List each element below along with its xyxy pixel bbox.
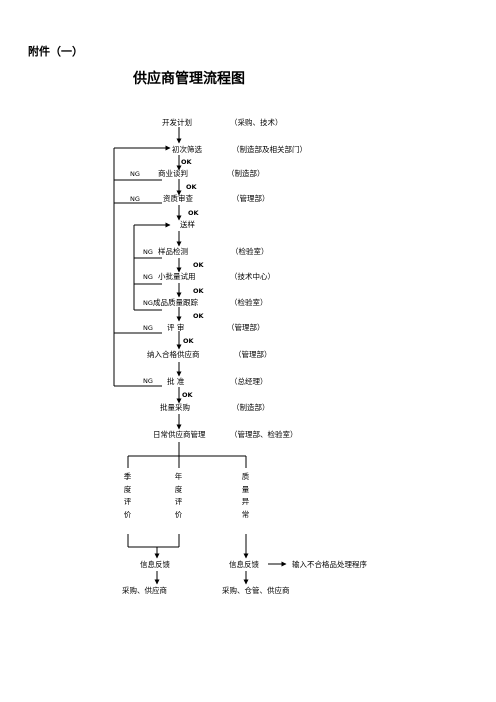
step-evaluation: 评 审 bbox=[167, 323, 185, 332]
ok-flag: OK bbox=[183, 337, 194, 345]
ng-flag: NG bbox=[143, 299, 153, 307]
branch-annual-evaluation: 年度评价 bbox=[174, 472, 183, 519]
dept-label: （制造部） bbox=[227, 169, 265, 178]
ok-flag: OK bbox=[193, 312, 204, 320]
ok-flag: OK bbox=[193, 261, 204, 269]
dept-label: （技术中心） bbox=[230, 272, 275, 281]
step-product-quality-tracking: 成品质量跟踪 bbox=[153, 298, 198, 307]
dept-label: （管理部） bbox=[232, 194, 270, 203]
dept-label: （检验室） bbox=[230, 298, 268, 307]
step-bulk-purchase: 批量采购 bbox=[160, 403, 190, 412]
step-daily-supplier-management: 日常供应商管理 bbox=[153, 430, 206, 439]
dept-label: （采购、技术） bbox=[230, 118, 283, 127]
ok-flag: OK bbox=[181, 158, 192, 166]
ng-flag: NG bbox=[143, 377, 153, 385]
step-approval: 批 准 bbox=[167, 377, 185, 386]
nonconforming-procedure: 输入不合格品处理程序 bbox=[292, 560, 367, 569]
page-title: 供应商管理流程图 bbox=[133, 71, 245, 87]
dept-label: （管理部） bbox=[227, 323, 265, 332]
attachment-label: 附件（一） bbox=[28, 45, 83, 58]
feedback-target-left: 采购、供应商 bbox=[122, 586, 167, 595]
branch-quarterly-evaluation: 季度评价 bbox=[123, 472, 132, 519]
dept-label: （制造部及相关部门） bbox=[232, 145, 307, 154]
ok-flag: OK bbox=[182, 391, 193, 399]
branch-quality-exception: 质量异常 bbox=[241, 472, 250, 519]
step-send-samples: 送样 bbox=[180, 220, 195, 229]
step-small-batch-trial: 小批量试用 bbox=[158, 272, 196, 281]
step-development-plan: 开发计划 bbox=[162, 118, 192, 127]
feedback-target-right: 采购、仓管、供应商 bbox=[222, 586, 290, 595]
step-initial-screening: 初次筛选 bbox=[172, 145, 202, 154]
dept-label: （总经理） bbox=[230, 377, 268, 386]
ng-flag: NG bbox=[143, 324, 153, 332]
ok-flag: OK bbox=[193, 287, 204, 295]
dept-label: （管理部） bbox=[234, 350, 272, 359]
step-qualified-supplier: 纳入合格供应商 bbox=[147, 350, 200, 359]
ok-flag: OK bbox=[188, 209, 199, 217]
ng-flag: NG bbox=[143, 248, 153, 256]
ng-flag: NG bbox=[130, 195, 140, 203]
feedback-right: 信息反馈 bbox=[229, 560, 259, 569]
dept-label: （制造部） bbox=[232, 403, 270, 412]
step-business-negotiation: 商业谈判 bbox=[158, 169, 188, 178]
feedback-left: 信息反馈 bbox=[140, 560, 170, 569]
step-sample-testing: 样品检测 bbox=[158, 247, 188, 256]
dept-label: （检验室） bbox=[231, 247, 269, 256]
ng-flag: NG bbox=[143, 273, 153, 281]
step-qualification-review: 资质审查 bbox=[163, 194, 193, 203]
ok-flag: OK bbox=[186, 183, 197, 191]
dept-label: （管理部、检验室） bbox=[230, 430, 298, 439]
ng-flag: NG bbox=[130, 170, 140, 178]
